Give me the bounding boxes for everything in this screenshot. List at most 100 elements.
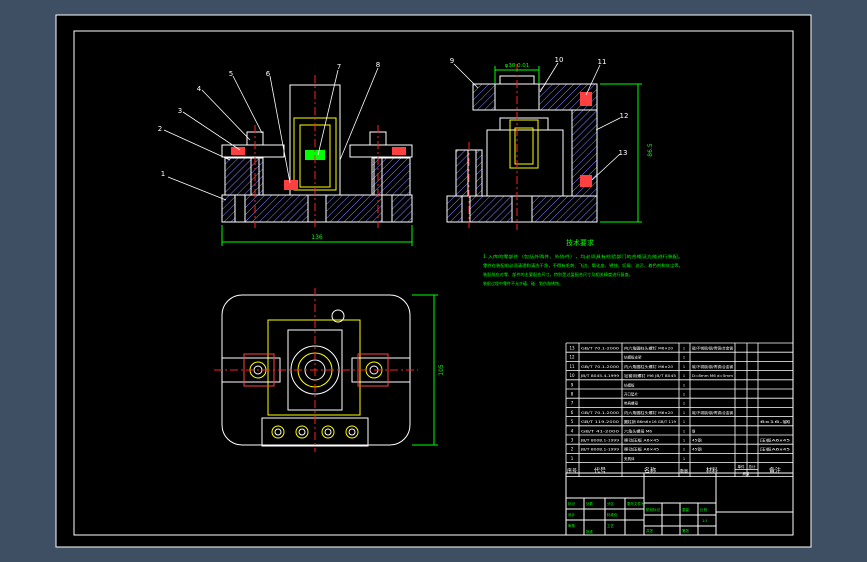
front-width-dim: 136 (311, 234, 323, 241)
bom-cell: 圆柱销 B6m6×16 GB/T 119 (624, 419, 676, 424)
bom-cell: 钻套用螺钉 M6 JB/T 8045 (624, 373, 676, 378)
bom-cell: 12 (569, 355, 575, 360)
bom-cell: 7 (571, 401, 574, 406)
plan-height-dim: 105 (438, 364, 445, 376)
bom-cell: 移动压板 A6×45 (624, 447, 659, 452)
side-top-dim: φ30 0.01 (505, 63, 530, 69)
bom-cell: GB/T 119-2000 (581, 420, 619, 424)
balloon-1: 1 (161, 170, 165, 178)
front-view: 136 1 2 3 4 5 6 7 8 (158, 61, 413, 246)
bom-cell: 45钢 (692, 447, 702, 452)
bom-cell: JB/T 8045.4-1999 (580, 374, 619, 378)
bom-header: 数量 (680, 468, 688, 474)
bom-header: 材料 (706, 467, 718, 475)
tb-label: 阶段标记 (646, 507, 660, 512)
note-line: 装配过程中零件不允许磕、碰、划伤和锈蚀。 (483, 280, 563, 286)
bom-cell: 碳/不锈钢/钢/青铜/合金钢 (692, 346, 734, 351)
bom-cell: 内六角圆柱头螺钉 M6×20 (624, 410, 673, 415)
tb-label: 批准 (586, 529, 594, 534)
technical-notes: 技术要求 1.入库的零部件（包括外购件、外协件），均必须具有检验部门的合格证方能… (483, 238, 683, 286)
bom-cell: 内六角圆柱头螺钉 M6×20 (624, 346, 673, 351)
bom-cell: 5 (571, 419, 574, 424)
bom-cell: 1 (683, 374, 685, 378)
bom-cell: 1 (683, 420, 685, 424)
balloon-13: 13 (619, 149, 628, 157)
bom-cell: 9 (571, 382, 574, 387)
bom-cell: 1 (683, 383, 685, 387)
bom-cell: GB/T 70.1-2000 (581, 411, 619, 415)
bom-cell: 3 (571, 438, 574, 443)
bom-header: 代号 (594, 467, 606, 475)
bom-cell: 1 (683, 448, 685, 452)
bom-header: 名称 (644, 467, 656, 475)
bom-cell: 4 (571, 428, 574, 433)
bom-header: 质量 (743, 471, 751, 476)
balloon-6: 6 (266, 70, 271, 78)
bom-cell: 1 (683, 365, 685, 369)
bom-cell: 压板A6x45 (760, 438, 790, 443)
bom-cell: 6x16-钢 (760, 419, 791, 424)
bom-cell: 10 (569, 373, 575, 378)
bom-cell: 碳/不锈钢/钢/青铜/合金钢 (692, 410, 734, 415)
bom-cell: 1 (683, 429, 685, 433)
notes-title: 技术要求 (566, 238, 594, 247)
bom-cell: 2 (571, 447, 574, 452)
tb-label: 审核 (568, 523, 576, 528)
bom-cell: 夹具体 (624, 456, 635, 461)
note-line: 零件在装配前必须清理和清洗干净，不得有毛刺、飞边、氧化皮、锈蚀、切屑、油污、着色… (483, 262, 683, 268)
balloon-3: 3 (178, 107, 182, 115)
bom-header: 备注 (769, 467, 781, 475)
bom-header: 总计 (749, 464, 757, 469)
tb-label: 共张 (646, 528, 654, 533)
bom-cell: 开口垫片 (624, 392, 638, 397)
drawing-sheet (55, 14, 812, 548)
bom-cell: 1 (571, 456, 574, 461)
note-line: 装配前应对零、部件的主要配合尺寸，特别是过盈配合尺寸及相关精度进行复查。 (483, 271, 633, 277)
bom-cell: GB/T 41-2000 (581, 429, 619, 433)
title-block: 标记 处数 分区 更改文件号 设计 标准化 阶段标记 重量 比例 审核 工艺 批… (565, 472, 794, 536)
tb-label: 设计 (568, 512, 576, 517)
bom-cell: 钻模板 (624, 382, 635, 387)
balloon-2: 2 (158, 125, 162, 133)
bom-cell: 11 (569, 364, 575, 369)
bom-cell: 钻模板支架 (624, 355, 642, 360)
side-height-dim: 86.5 (647, 143, 654, 157)
plan-view: 105 (214, 288, 445, 452)
tb-label: 分区 (607, 501, 615, 506)
bom-cell: 压板A6x45 (760, 447, 790, 452)
balloon-10: 10 (555, 56, 564, 64)
bom-cell: 1 (683, 347, 685, 351)
bom-cell: D=8mm M6 d=5mm (692, 374, 734, 378)
bom-cell: JB/T 8008.1-1999 (580, 439, 619, 443)
bom-cell: 13 (569, 346, 575, 351)
bom-cell: 1 (683, 393, 685, 397)
tb-label: 处数 (586, 501, 594, 506)
bom-cell: 带肩螺母 (624, 401, 638, 406)
bom-cell: 45钢 (692, 438, 702, 443)
balloon-11: 11 (598, 58, 607, 66)
bom-cell: 六角头螺母 M6 (624, 428, 652, 433)
bom-cell: 1 (683, 402, 685, 406)
tb-label: 重量 (682, 507, 690, 512)
tb-scale: 1:1 (702, 519, 708, 523)
bom-cell: JB/T 8008.1-1999 (580, 448, 619, 452)
balloon-5: 5 (229, 70, 233, 78)
bom-cell: 内六角圆柱头螺钉 M6×20 (624, 364, 673, 369)
bom-header: 单件 (738, 464, 746, 469)
balloon-12: 12 (620, 112, 629, 120)
balloon-7: 7 (337, 63, 341, 71)
tb-label: 第张 (682, 528, 690, 533)
tb-label: 更改文件号 (627, 501, 645, 506)
balloon-4: 4 (197, 85, 202, 93)
note-line: 1.入库的零部件（包括外购件、外协件），均必须具有检验部门的合格证方能进行装配。 (483, 253, 683, 259)
bom-cell: GB/T 70.1-2000 (581, 347, 619, 351)
bom-cell: 移动压板 A6×45 (624, 438, 659, 443)
tb-label: 标准化 (607, 512, 618, 517)
bom-cell: 1 (683, 439, 685, 443)
bom-cell: 8 (571, 392, 574, 397)
bom-cell: 1 (683, 356, 685, 360)
side-view: φ30 0.01 86.5 9 10 11 12 13 (446, 56, 654, 230)
balloon-8: 8 (376, 61, 380, 69)
bom-cell: 6 (571, 410, 574, 415)
